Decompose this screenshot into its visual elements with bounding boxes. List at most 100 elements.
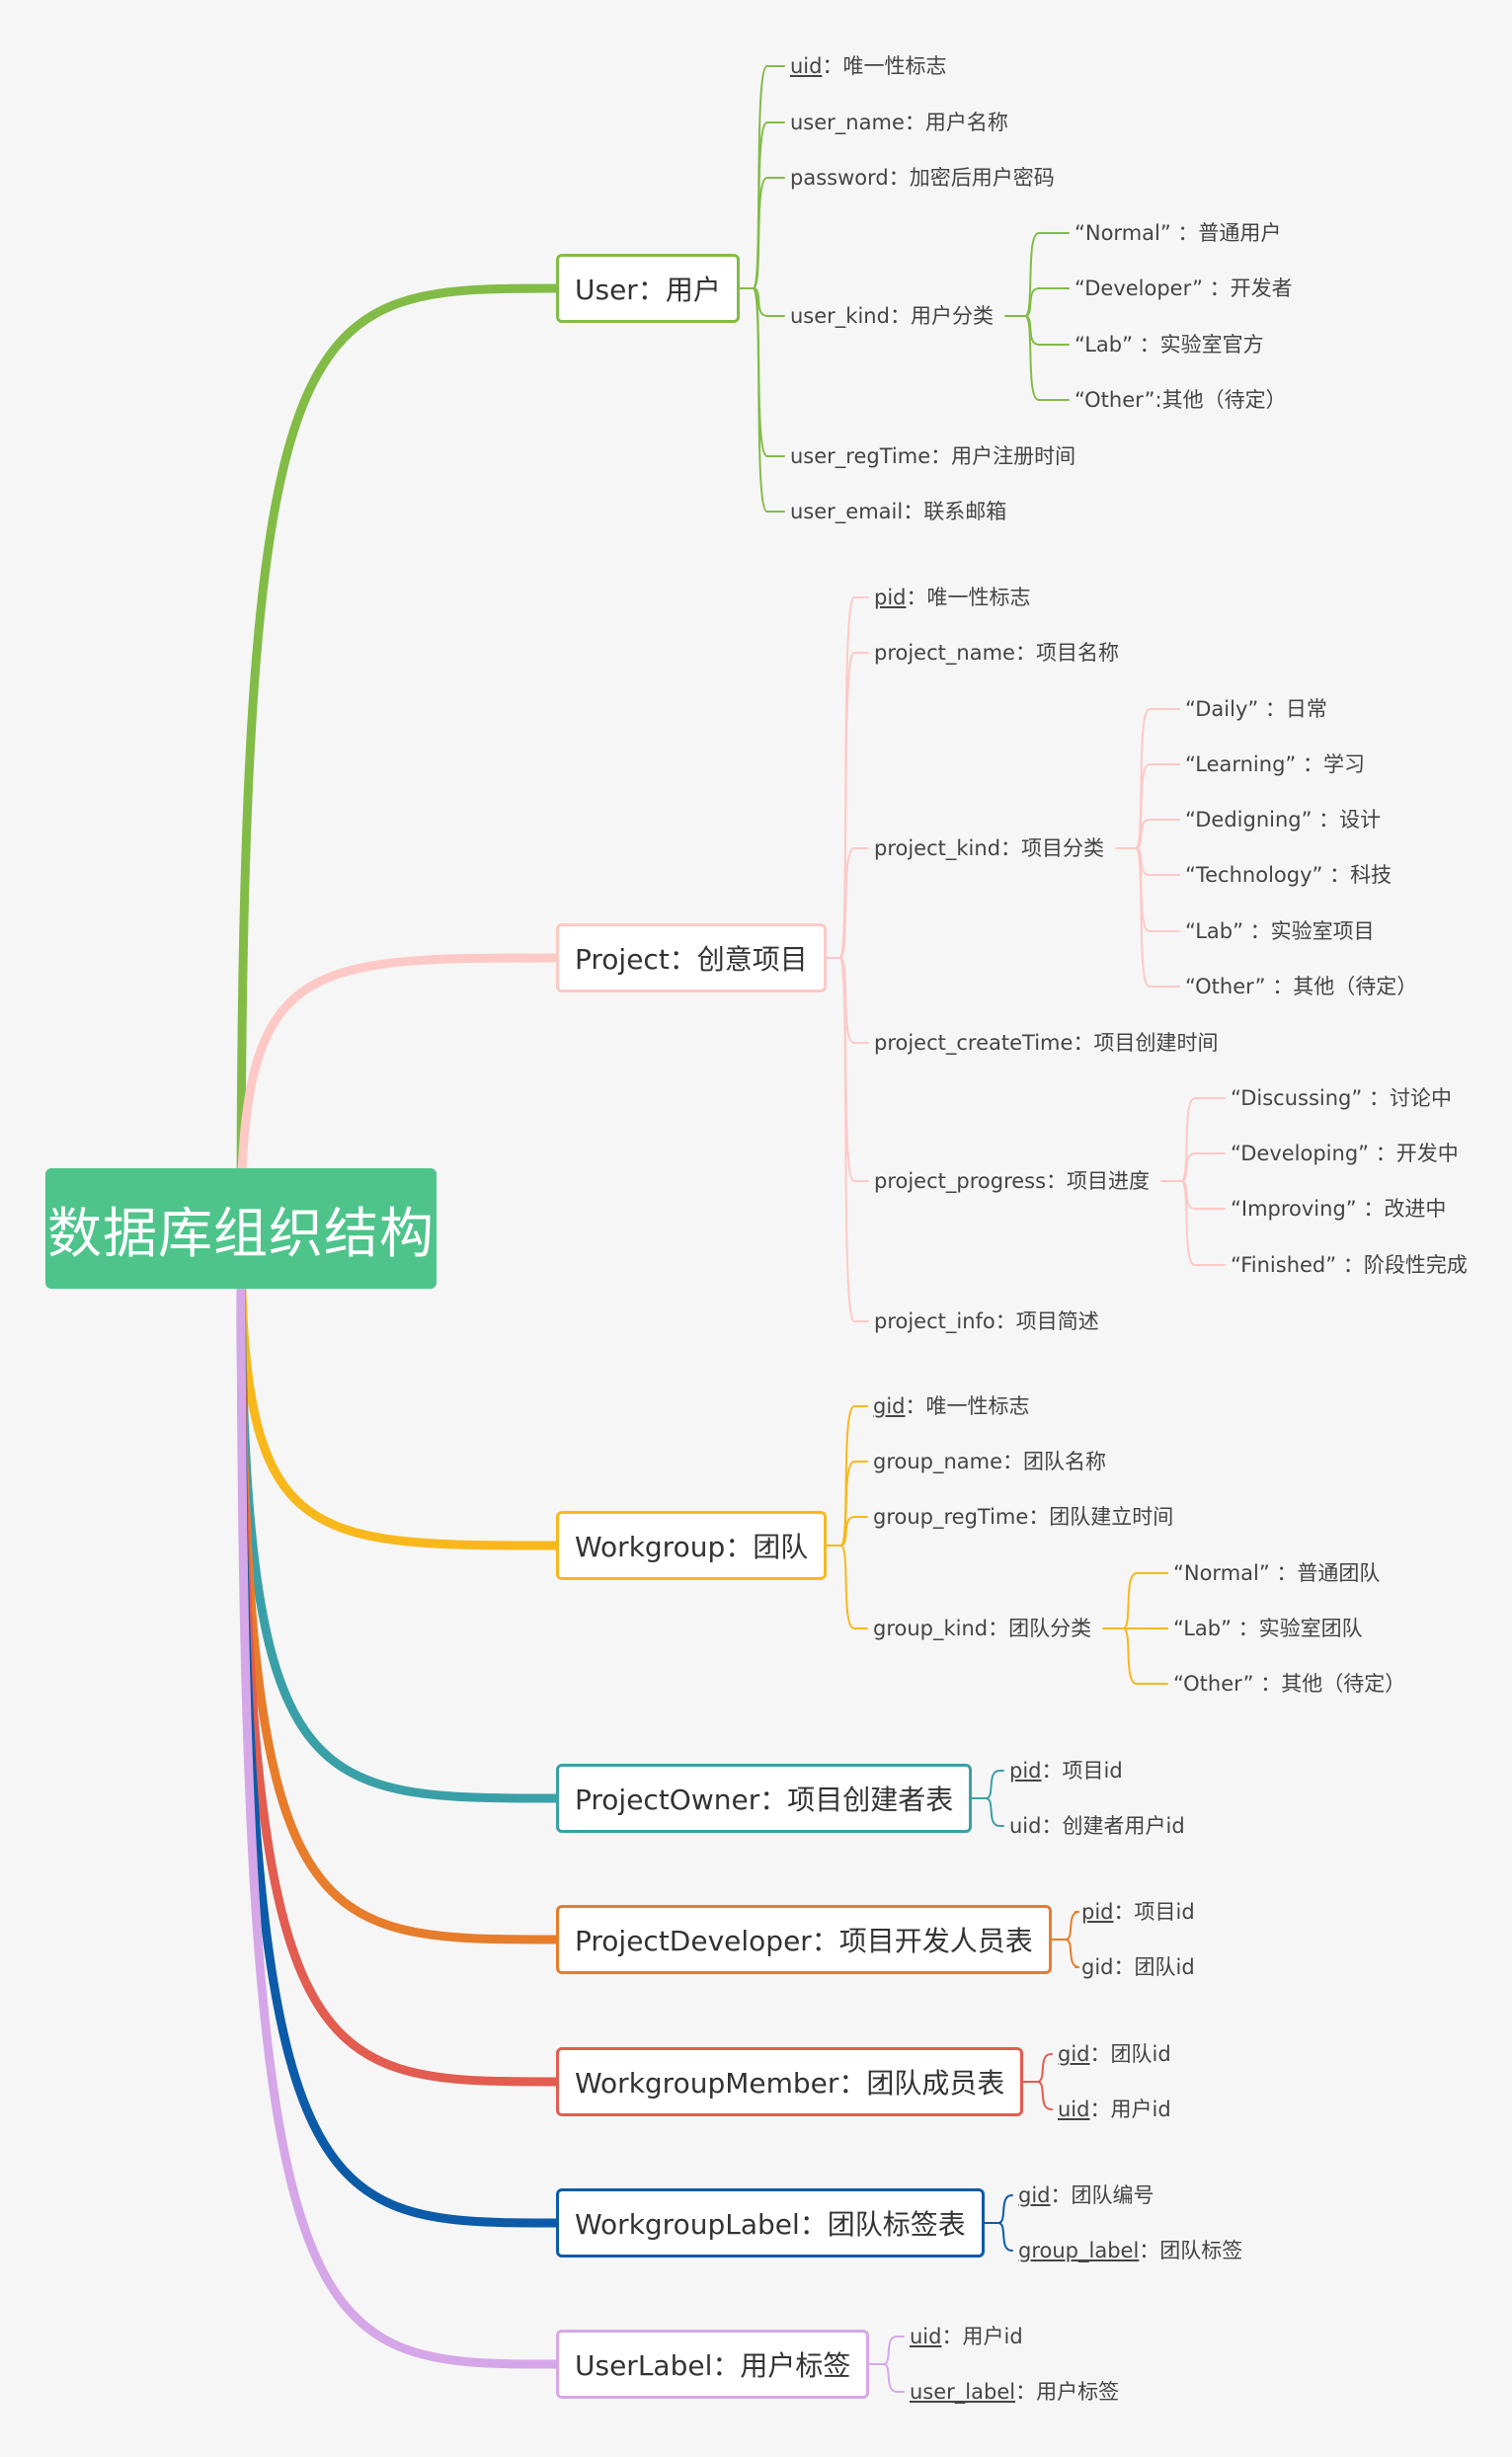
topic-project-owner[interactable]: ProjectOwner：项目创建者表 [556,1764,973,1833]
field-user-uid[interactable]: uid：唯一性标志 [790,52,946,80]
edge-project-owner-1 [985,1797,1004,1827]
field-project-developer-gid[interactable]: gid：团队id [1081,1953,1195,1981]
field-workgroup-group-kind[interactable]: group_kind：团队分类 [873,1615,1091,1642]
field-user-password[interactable]: password：加密后用户密码 [790,164,1055,192]
field-workgroup-group-regTime[interactable]: group_regTime：团队建立时间 [873,1503,1173,1531]
option-user-3[interactable]: “Other”:其他（待定） [1074,388,1287,412]
field-desc: ：团队分类 [988,1617,1092,1640]
field-workgroup-member-uid[interactable]: uid：用户id [1058,2096,1171,2123]
field-key: group_label [1018,2239,1140,2262]
field-project-project-info[interactable]: project_info：项目简述 [874,1308,1099,1335]
edge-user-3 [752,287,785,317]
field-key: pid [1081,1900,1114,1924]
field-project-owner-uid[interactable]: uid：创建者用户id [1009,1812,1185,1840]
sub-edge-project-2-5 [1135,847,1180,988]
topic-workgroup-label[interactable]: WorkgroupLabel：团队标签表 [556,2188,985,2258]
field-key: group_name [873,1450,1003,1473]
edge-workgroup-label-1 [996,2222,1013,2252]
field-project-project-name[interactable]: project_name：项目名称 [874,639,1119,667]
field-desc: ：用户id [941,2325,1023,2348]
field-desc: ：项目分类 [1000,836,1105,860]
field-desc: ：项目名称 [1014,641,1119,665]
field-key: user_name [790,111,905,134]
option-project-1[interactable]: “Learning” ：学习 [1185,753,1365,776]
field-desc: ：唯一性标志 [905,1394,1030,1418]
field-key: gid [1058,2042,1090,2066]
field-key: project_info [874,1309,995,1333]
branch-user-label [236,1224,561,2369]
option-user-2[interactable]: “Lab” ：实验室官方 [1074,333,1264,357]
option-project-1[interactable]: “Developing” ：开发中 [1231,1142,1459,1165]
option-workgroup-2[interactable]: “Other” ：其他（待定） [1173,1672,1406,1696]
option-project-4[interactable]: “Lab” ：实验室项目 [1185,919,1375,943]
field-key: user_kind [790,304,890,328]
field-project-project-createTime[interactable]: project_createTime：项目创建时间 [874,1029,1218,1057]
option-project-3[interactable]: “Technology” ：科技 [1185,863,1393,887]
field-user-user-name[interactable]: user_name：用户名称 [790,109,1008,136]
field-desc: ：团队名称 [1002,1450,1107,1473]
option-user-1[interactable]: “Developer” ：开发者 [1074,277,1293,300]
sub-edge-user-3-1 [1023,287,1070,317]
field-key: gid [1081,1955,1114,1979]
field-key: user_label [910,2380,1016,2404]
sub-edge-project-2-1 [1135,763,1180,849]
edge-project-developer-1 [1064,1939,1080,1968]
option-project-2[interactable]: “Improving” ：改进中 [1231,1197,1447,1221]
field-key: project_kind [874,836,1001,860]
field-user-user-email[interactable]: user_email：联系邮箱 [790,498,1006,525]
sub-edge-user-3-3 [1023,315,1070,401]
field-workgroup-label-gid[interactable]: gid：团队编号 [1018,2181,1154,2209]
field-workgroup-group-name[interactable]: group_name：团队名称 [873,1448,1106,1475]
field-workgroup-gid[interactable]: gid：唯一性标志 [873,1392,1030,1420]
field-desc: ：团队建立时间 [1028,1505,1174,1529]
field-project-developer-pid[interactable]: pid：项目id [1081,1898,1195,1926]
field-user-label-user-label[interactable]: user_label：用户标签 [910,2378,1119,2406]
edge-workgroup-member-1 [1036,2081,1053,2110]
field-project-pid[interactable]: pid：唯一性标志 [874,584,1031,611]
sub-edge-project-4-2 [1180,1180,1226,1210]
branch-project-developer [236,1224,561,1944]
topic-project[interactable]: Project：创意项目 [556,923,827,992]
option-workgroup-0[interactable]: “Normal” ：普通团队 [1173,1561,1381,1585]
field-workgroup-label-group-label[interactable]: group_label：团队标签 [1018,2237,1242,2264]
field-desc: ：项目创建时间 [1073,1031,1219,1055]
field-key: uid [910,2325,942,2348]
field-key: project_progress [874,1169,1047,1193]
topic-user[interactable]: User：用户 [556,254,740,323]
field-desc: ：团队标签 [1139,2239,1243,2262]
field-project-project-kind[interactable]: project_kind：项目分类 [874,834,1104,862]
field-user-user-kind[interactable]: user_kind：用户分类 [790,302,994,330]
field-desc: ：创建者用户id [1041,1814,1185,1838]
field-user-label-uid[interactable]: uid：用户id [910,2323,1023,2350]
sub-edge-workgroup-3-0 [1122,1572,1168,1629]
field-key: uid [790,54,823,78]
topic-workgroup[interactable]: Workgroup：团队 [556,1511,828,1580]
field-workgroup-member-gid[interactable]: gid：团队id [1058,2040,1171,2068]
field-desc: ：团队编号 [1050,2183,1154,2207]
root-node[interactable]: 数据库组织结构 [45,1168,437,1289]
field-user-user-regTime[interactable]: user_regTime：用户注册时间 [790,442,1075,470]
edge-user-label-0 [882,2336,905,2365]
topic-workgroup-member[interactable]: WorkgroupMember：团队成员表 [556,2047,1024,2116]
field-project-owner-pid[interactable]: pid：项目id [1009,1757,1123,1784]
option-project-0[interactable]: “Daily” ：日常 [1185,697,1327,721]
field-desc: ：用户标签 [1015,2380,1120,2404]
field-desc: ：唯一性标志 [822,54,947,78]
edge-workgroup-member-0 [1036,2053,1053,2083]
sub-edge-project-4-3 [1180,1180,1226,1266]
topic-project-developer[interactable]: ProjectDeveloper：项目开发人员表 [556,1905,1052,1974]
option-workgroup-1[interactable]: “Lab” ：实验室团队 [1173,1617,1363,1640]
topic-user-label[interactable]: UserLabel：用户标签 [556,2330,870,2399]
sub-edge-project-4-0 [1180,1097,1226,1182]
option-project-5[interactable]: “Other” ：其他（待定） [1185,975,1418,998]
option-project-0[interactable]: “Discussing” ：讨论中 [1231,1086,1452,1110]
field-desc: ：项目进度 [1046,1169,1151,1193]
option-project-2[interactable]: “Dedigning” ：设计 [1185,808,1382,832]
field-project-project-progress[interactable]: project_progress：项目进度 [874,1167,1150,1195]
branch-workgroup-label [236,1224,561,2228]
option-project-3[interactable]: “Finished” ：阶段性完成 [1231,1253,1468,1277]
field-desc: ：团队id [1089,2042,1171,2066]
option-user-0[interactable]: “Normal” ：普通用户 [1074,221,1282,245]
